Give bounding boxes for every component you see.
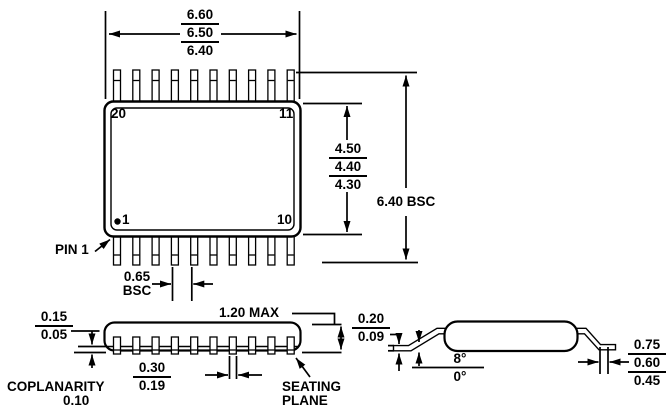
dim-value: 0.05 — [40, 327, 68, 342]
pin-number-10: 10 — [277, 212, 293, 227]
dim-value: BSC — [122, 283, 152, 298]
dim-value: 0.65 — [123, 269, 151, 284]
dim-value: 4.30 — [334, 177, 362, 192]
dim-lead-span: 6.40 BSC — [376, 194, 436, 209]
top-view-pins-upper — [112, 69, 295, 104]
pin1-label: PIN 1 — [55, 242, 89, 257]
dim-value: 0.19 — [138, 378, 166, 393]
top-view-pins-lower — [112, 233, 295, 266]
dim-value: 0.09 — [357, 329, 385, 344]
fraction-rule — [628, 371, 666, 373]
top-view-dimensions — [94, 11, 418, 301]
dim-body-height-stack: 4.50 4.40 4.30 — [329, 142, 367, 192]
fraction-rule — [181, 23, 219, 25]
dim-value: 4.50 — [334, 141, 362, 156]
fraction-rule — [329, 157, 367, 159]
top-view-body — [103, 100, 302, 238]
dim-body-width-stack: 6.60 6.50 6.40 — [181, 8, 219, 58]
dim-lead-thickness-stack: 0.20 0.09 — [352, 312, 390, 344]
dim-value: 4.40 — [334, 159, 362, 174]
dim-foot-length-stack: 0.75 0.60 0.45 — [628, 338, 666, 388]
dim-angle-max: 8° — [453, 351, 467, 366]
dim-lead-width-stack: 0.30 0.19 — [133, 361, 171, 393]
side-view-dimensions — [71, 312, 345, 379]
pin-number-1: 1 — [122, 212, 130, 227]
dim-value: 0.15 — [40, 309, 68, 324]
pin1-dot — [114, 218, 121, 225]
pin-number-20: 20 — [111, 106, 127, 121]
dim-value: 6.40 — [186, 43, 214, 58]
fraction-rule — [133, 376, 171, 378]
end-view-dimensions — [388, 330, 629, 374]
fraction-rule — [628, 353, 666, 355]
end-view-body — [443, 320, 579, 353]
dim-angle-min: 0° — [453, 369, 467, 384]
pin-number-11: 11 — [279, 106, 294, 121]
coplanarity-value: 0.10 — [63, 393, 90, 408]
seating-plane-label-line1: SEATING — [282, 379, 342, 394]
dim-value: 6.60 — [186, 7, 214, 22]
dim-value: 0.20 — [357, 311, 385, 326]
dim-value: 0.30 — [138, 360, 166, 375]
fraction-rule — [181, 41, 219, 43]
dim-pitch-stack: 0.65 BSC — [117, 270, 157, 298]
dim-standoff-stack: 0.15 0.05 — [35, 310, 73, 342]
fraction-rule — [35, 325, 73, 327]
dim-height-max: 1.20 MAX — [219, 305, 280, 320]
dim-value: 0.45 — [633, 373, 661, 388]
dim-value: 6.50 — [186, 25, 214, 40]
fraction-rule — [329, 175, 367, 177]
dim-value: 0.75 — [633, 337, 661, 352]
dim-value: 0.60 — [633, 355, 661, 370]
coplanarity-label: COPLANARITY — [7, 379, 105, 394]
seating-plane-label-line2: PLANE — [282, 393, 328, 408]
fraction-rule — [352, 327, 390, 329]
